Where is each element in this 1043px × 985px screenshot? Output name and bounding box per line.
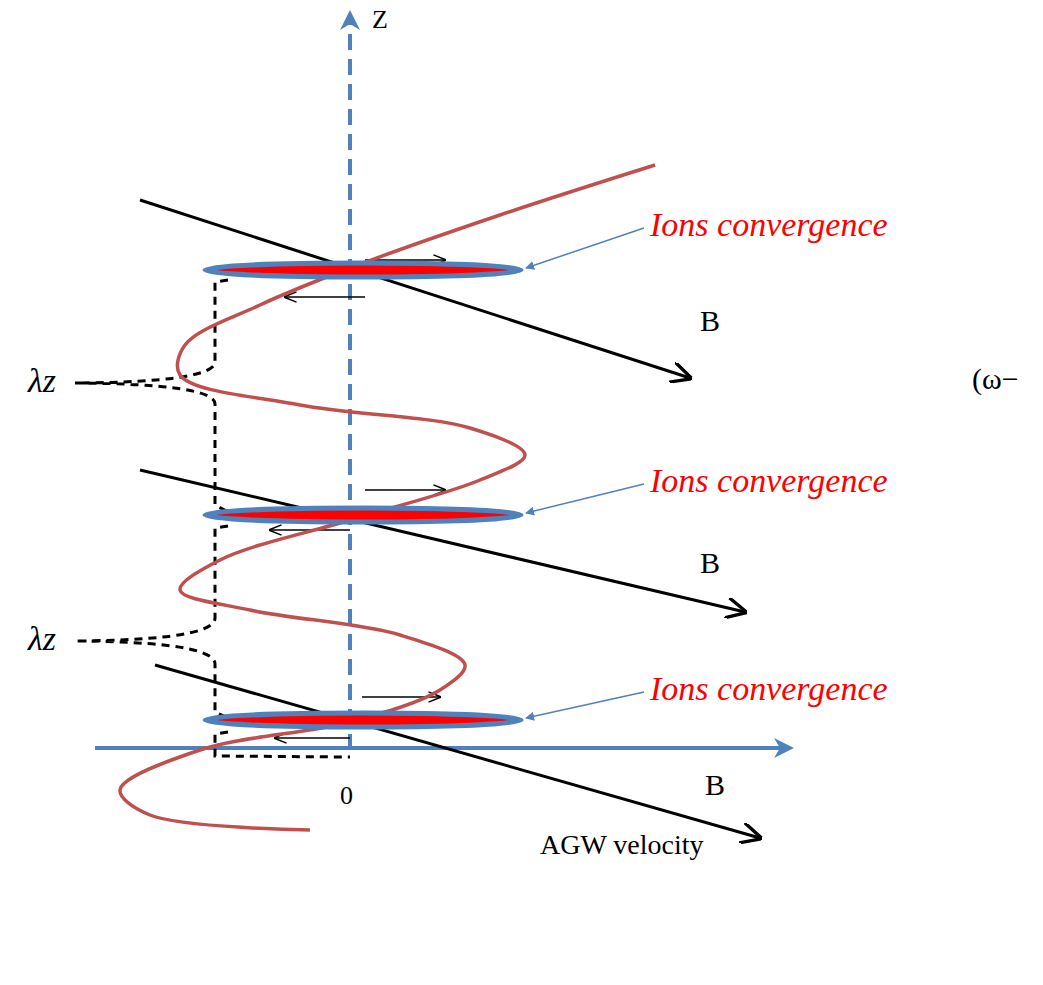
wavelength-bracket — [75, 280, 228, 512]
field-line — [140, 200, 690, 378]
wavelength-label: λz — [28, 620, 56, 657]
formula-fragment: (ω− — [972, 362, 1019, 395]
axis-label: 0 — [340, 782, 353, 811]
z-axis — [348, 14, 352, 750]
ion-label: Ions convergence — [650, 206, 888, 243]
wavelength-bracket — [75, 526, 228, 718]
field-label: B — [705, 768, 725, 801]
ion-layer — [205, 263, 521, 727]
field-label: B — [700, 304, 720, 337]
ion-label: Ions convergence — [650, 670, 888, 707]
ion-label: Ions convergence — [650, 462, 888, 499]
field-label: B — [700, 546, 720, 579]
axis-label: AGW velocity — [540, 830, 704, 861]
wave-curve — [120, 165, 655, 830]
leader-line — [526, 228, 644, 718]
axis-label: Z — [372, 6, 388, 35]
wavelength-label: λz — [28, 362, 56, 399]
